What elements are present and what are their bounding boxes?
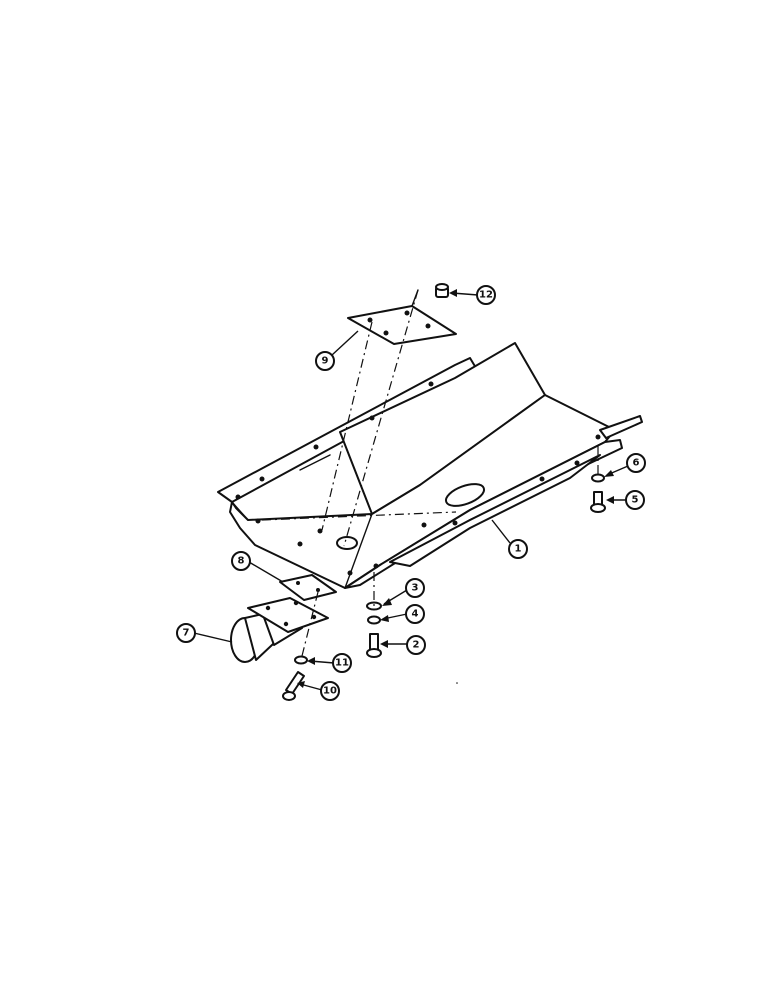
lock-washer — [367, 615, 381, 625]
upper-plate — [347, 289, 457, 345]
svg-text:3: 3 — [412, 583, 419, 594]
svg-text:6: 6 — [633, 458, 640, 469]
frame-hole — [428, 381, 434, 387]
frame-lower-channel — [389, 454, 601, 567]
frame-hole — [297, 541, 303, 547]
callout-9: 9 — [315, 330, 359, 371]
callout-5: 5 — [606, 490, 645, 510]
svg-text:8: 8 — [238, 556, 245, 567]
frame-hole — [255, 518, 261, 524]
upper-plate-body — [347, 305, 457, 345]
callout-2: 2 — [380, 635, 426, 655]
callout-6: 6 — [604, 453, 646, 477]
frame-oval-slot — [444, 483, 486, 507]
frame-pan — [217, 342, 643, 589]
frame-hole — [452, 520, 458, 526]
frame-round-hole — [336, 536, 358, 550]
svg-text:4: 4 — [412, 609, 419, 620]
callout-11: 11 — [307, 653, 352, 673]
frame-hole — [574, 460, 580, 466]
svg-text:9: 9 — [322, 356, 329, 367]
bolt — [282, 671, 305, 701]
svg-text:2: 2 — [413, 640, 420, 651]
assembly-line — [321, 321, 373, 531]
frame-hole — [369, 415, 375, 421]
svg-text:12: 12 — [479, 290, 493, 301]
callout-8: 8 — [231, 551, 284, 583]
frame-end-tab — [599, 415, 643, 439]
scan-speck — [456, 682, 458, 684]
frame-hole — [313, 444, 319, 450]
callout-1: 1 — [491, 519, 528, 559]
svg-text:7: 7 — [183, 628, 190, 639]
frame-hole — [421, 522, 427, 528]
frame-hole — [347, 570, 353, 576]
frame-hole — [235, 494, 241, 500]
caster-wheel-assembly — [230, 597, 329, 663]
svg-text:1: 1 — [515, 544, 522, 555]
frame-hole — [539, 476, 545, 482]
bolt — [590, 491, 606, 513]
shim-plate — [279, 574, 337, 601]
assembly-line — [261, 511, 457, 521]
lock-washer — [591, 473, 605, 483]
callout-7: 7 — [176, 623, 233, 643]
nut — [435, 283, 449, 298]
svg-text:5: 5 — [632, 495, 639, 506]
callout-10: 10 — [297, 681, 340, 701]
assembly-line — [343, 289, 419, 547]
callout-3: 3 — [382, 578, 425, 606]
svg-text:10: 10 — [323, 686, 337, 697]
bolt — [366, 633, 382, 658]
frame-hole — [373, 563, 379, 569]
svg-text:11: 11 — [335, 658, 349, 669]
callout-4: 4 — [380, 604, 425, 624]
assembly-line — [300, 591, 319, 661]
frame-hole — [259, 476, 265, 482]
frame-hole — [595, 434, 601, 440]
callout-12: 12 — [449, 285, 496, 305]
frame-hole — [317, 528, 323, 534]
